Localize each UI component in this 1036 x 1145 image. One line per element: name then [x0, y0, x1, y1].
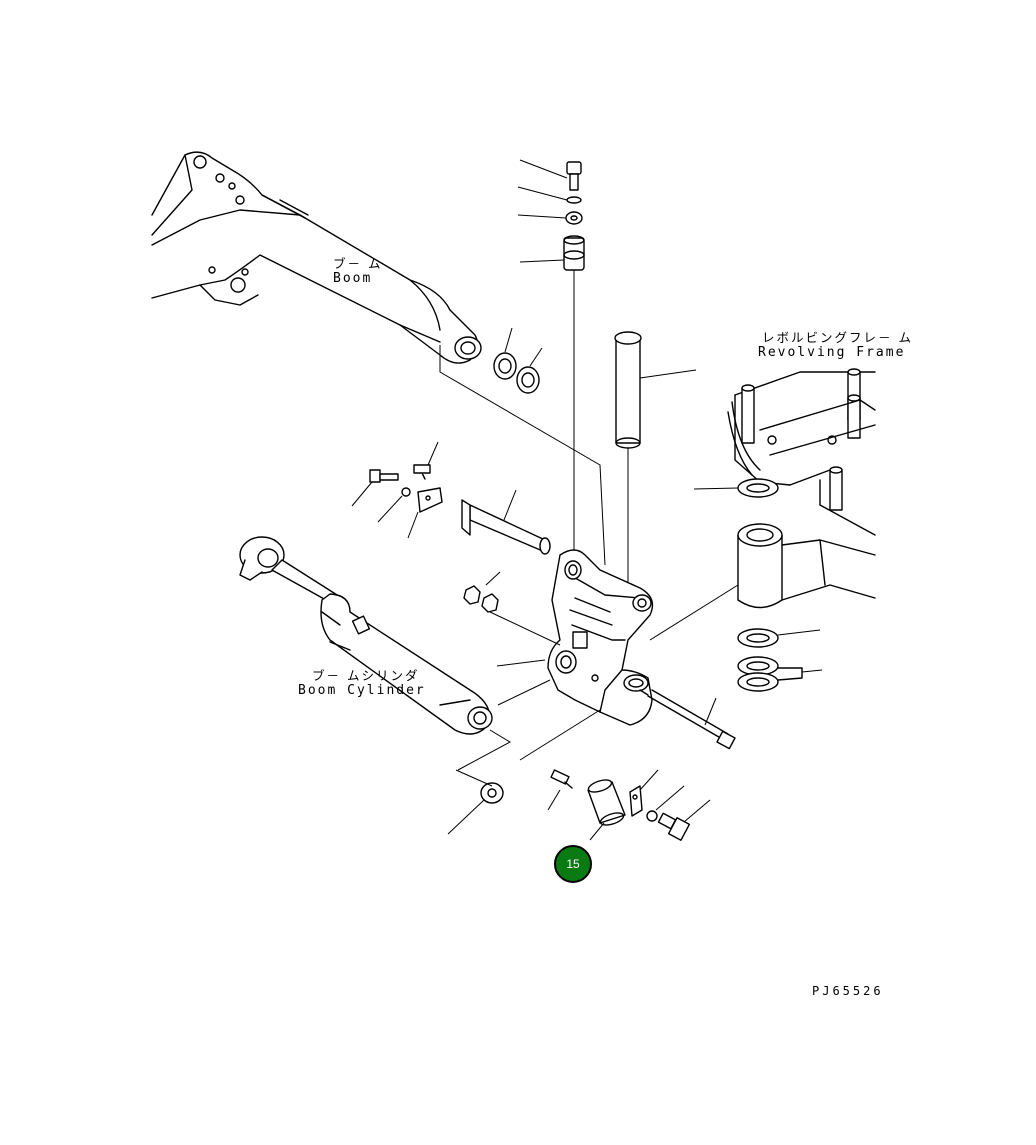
bracket-leader [497, 660, 545, 666]
boom-cylinder [240, 537, 600, 770]
frame-washers [650, 479, 822, 691]
main-pin [615, 332, 696, 590]
pin-with-lockplate [352, 442, 550, 554]
drawing-code: PJ65526 [812, 984, 884, 998]
boom-washers [494, 328, 542, 393]
boom-cylinder-label-jp: ブ－ ムシリンダ [312, 668, 420, 683]
boom-label-en: Boom [333, 271, 373, 286]
boom-leader [440, 345, 605, 565]
revolving-frame-label-en: Revolving Frame [758, 345, 906, 360]
swing-bracket [548, 550, 652, 725]
boom-arm [152, 152, 481, 363]
revolving-frame-label-jp: レボルビングフレ－ ム [762, 330, 913, 345]
lower-parts [548, 690, 735, 840]
callout-number: 15 [566, 857, 580, 871]
revolving-frame [728, 369, 875, 608]
callout-badge-15[interactable]: 15 [554, 845, 592, 883]
top-bolt-stack [518, 160, 584, 570]
cylinder-washer [448, 770, 503, 834]
boom-label-jp: ブ－ ム [333, 256, 383, 271]
nuts [464, 572, 560, 645]
boom-cylinder-label-en: Boom Cylinder [298, 683, 426, 698]
